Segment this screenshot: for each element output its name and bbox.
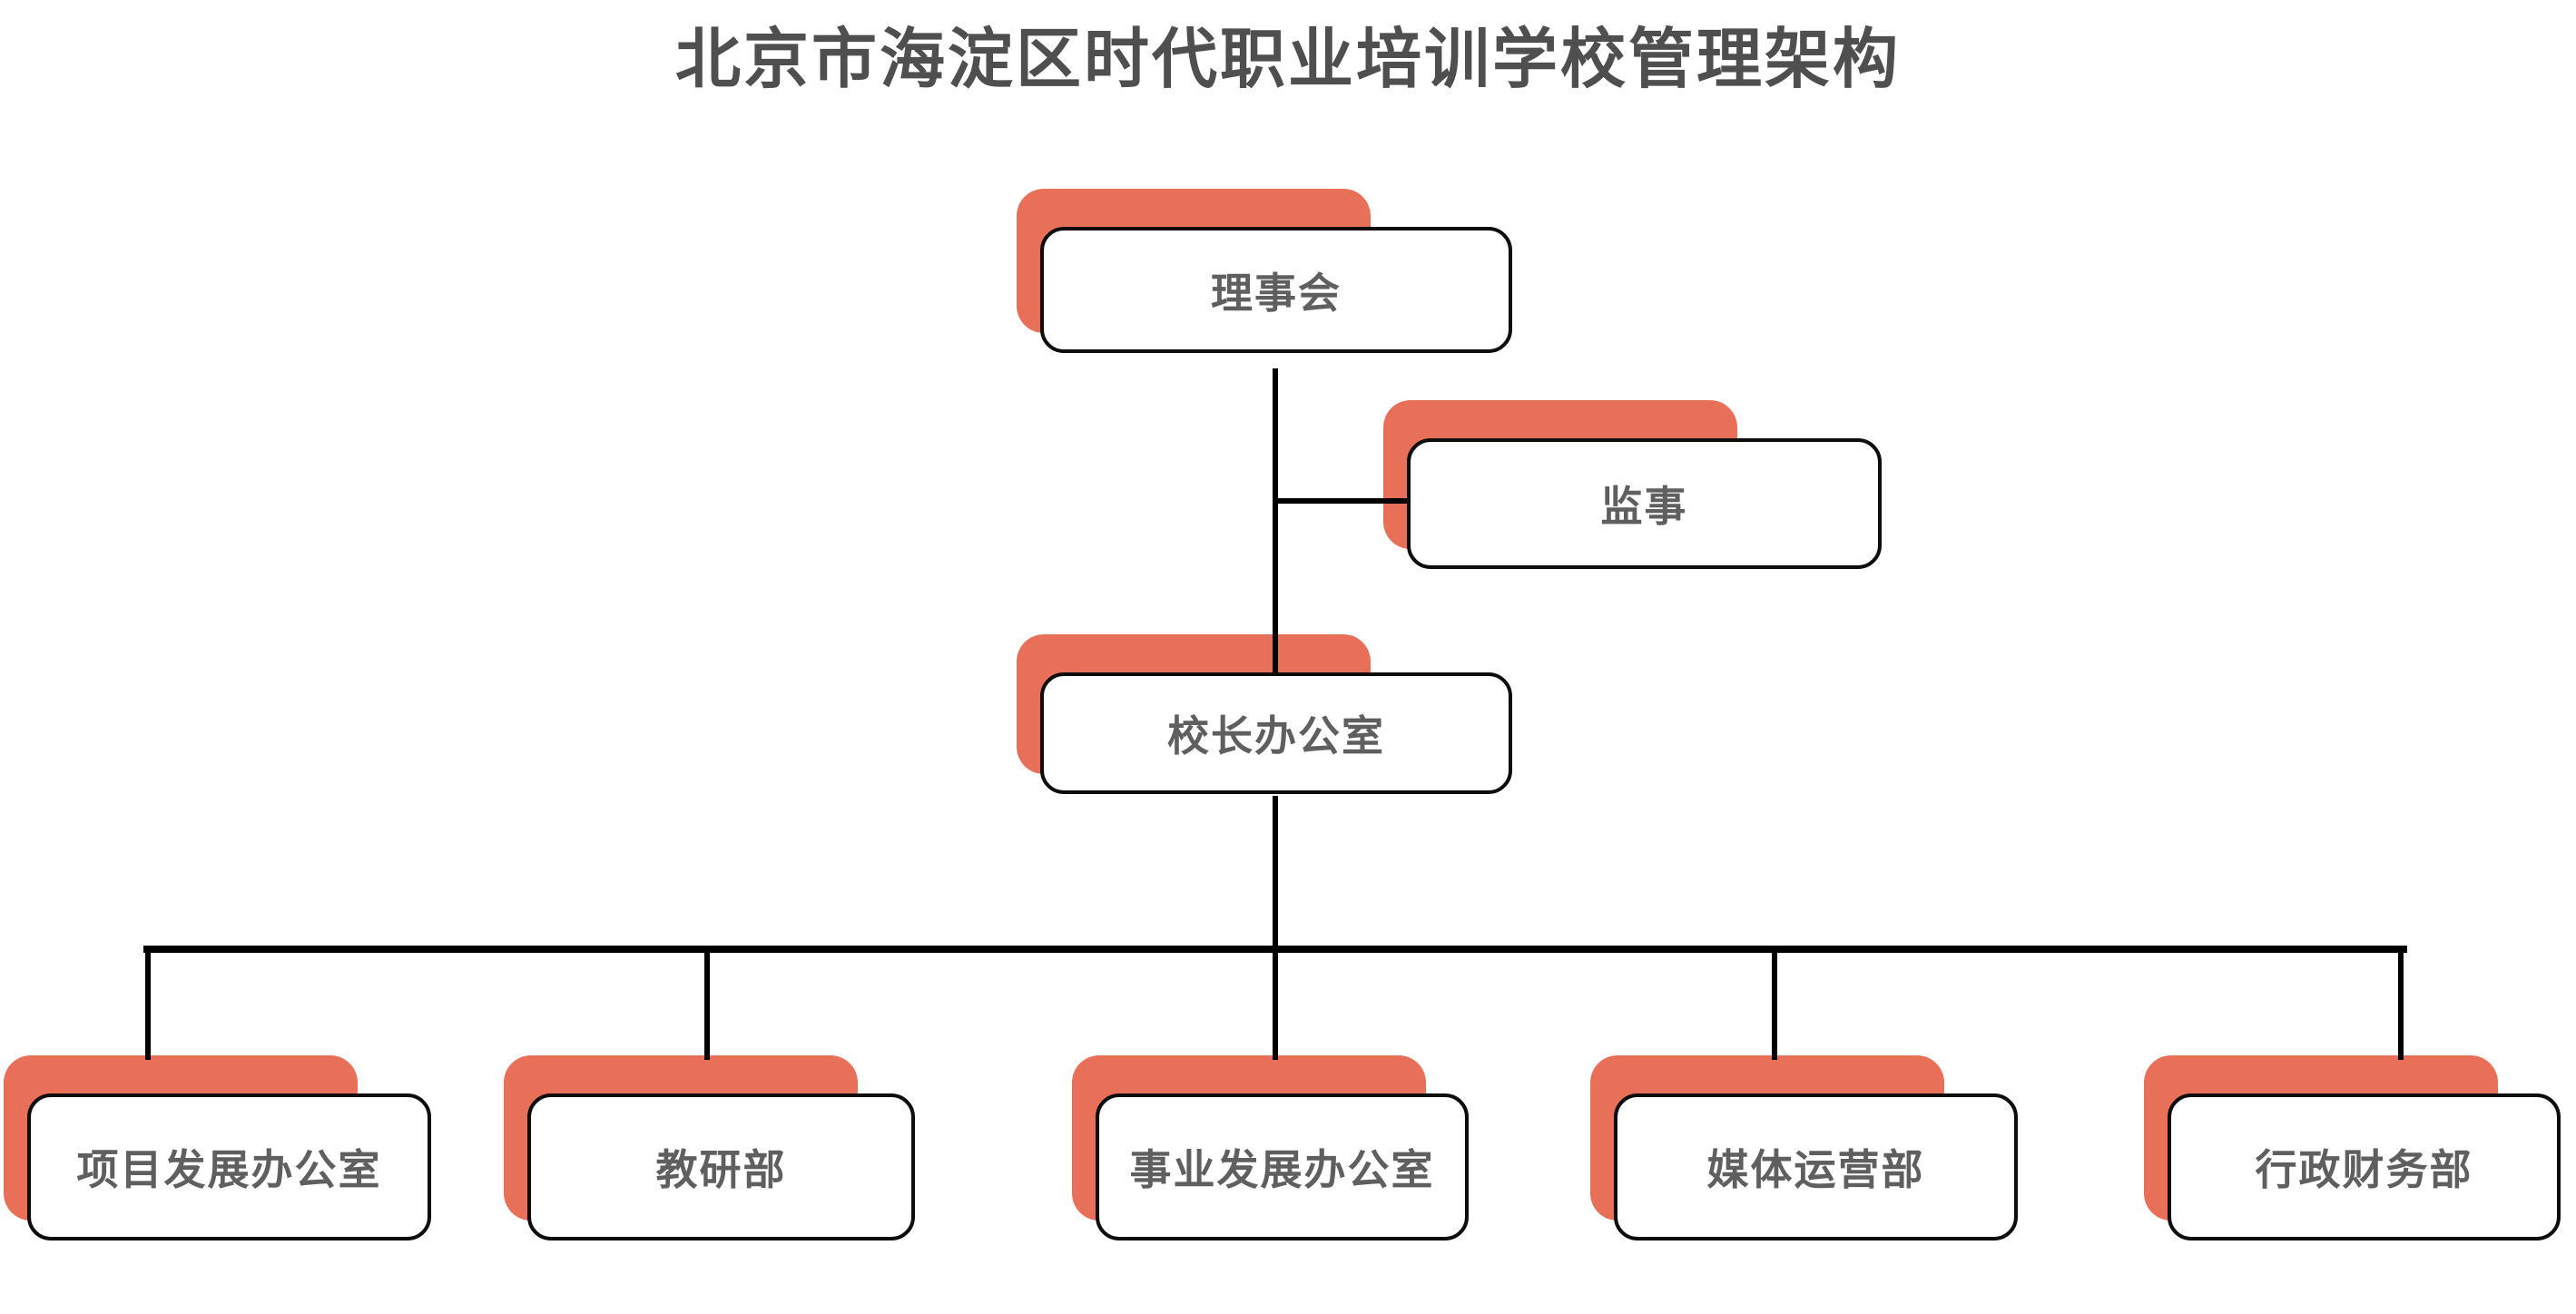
connector-distribution-bar [143, 946, 2407, 953]
node-label: 教研部 [527, 1093, 915, 1240]
node-teaching-research-dept: 教研部 [504, 1055, 915, 1240]
connector-drop-admin-finance [2398, 953, 2404, 1060]
node-project-development-office: 项目发展办公室 [4, 1055, 431, 1240]
node-media-operations-dept: 媒体运营部 [1590, 1055, 2018, 1240]
node-career-development-office: 事业发展办公室 [1072, 1055, 1469, 1240]
connector-board-to-principal [1273, 368, 1278, 672]
node-label: 媒体运营部 [1614, 1093, 2018, 1240]
node-label: 行政财务部 [2168, 1093, 2561, 1240]
node-admin-finance-dept: 行政财务部 [2144, 1055, 2561, 1240]
node-label: 项目发展办公室 [27, 1093, 431, 1240]
connector-drop-career-development [1273, 953, 1278, 1060]
node-principal-office: 校长办公室 [1017, 634, 1512, 794]
node-label: 理事会 [1040, 227, 1512, 353]
node-label: 校长办公室 [1040, 672, 1512, 794]
node-label: 事业发展办公室 [1096, 1093, 1469, 1240]
node-board-of-directors: 理事会 [1017, 189, 1512, 353]
connector-drop-project-development [145, 953, 151, 1060]
connector-drop-media-operations [1772, 953, 1777, 1060]
connector-principal-to-bar [1273, 796, 1278, 946]
chart-title: 北京市海淀区时代职业培训学校管理架构 [674, 24, 1901, 96]
node-supervisor: 监事 [1383, 400, 1882, 569]
node-label: 监事 [1407, 438, 1882, 569]
connector-branch-to-supervisor [1276, 498, 1409, 504]
connector-drop-teaching-research [704, 953, 710, 1060]
